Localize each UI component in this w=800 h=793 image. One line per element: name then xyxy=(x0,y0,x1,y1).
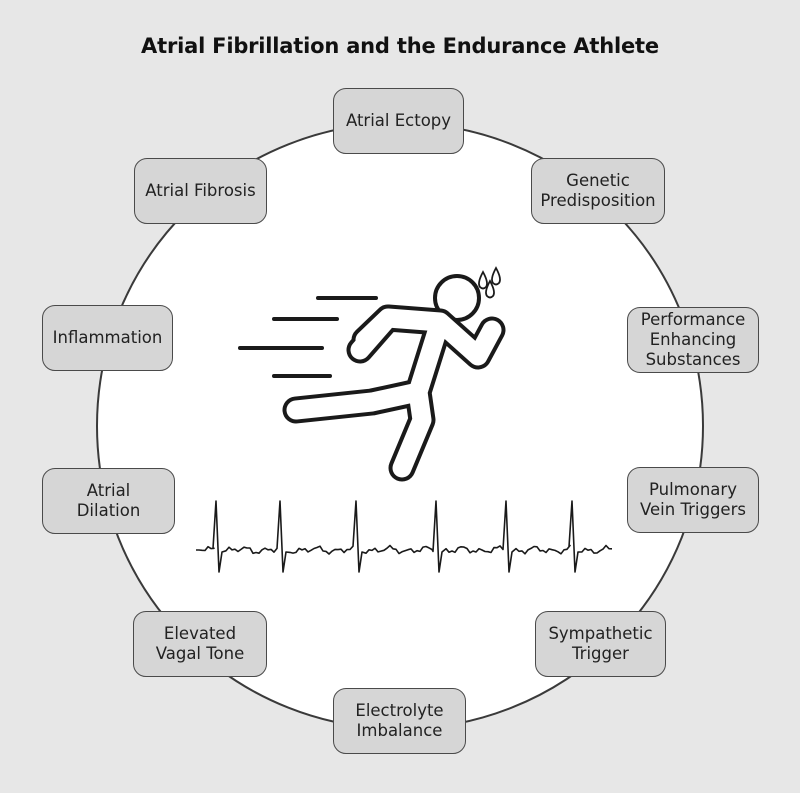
node-inflammation: Inflammation xyxy=(42,305,173,371)
node-genetic-predisposition: Genetic Predisposition xyxy=(531,158,665,224)
diagram-title: Atrial Fibrillation and the Endurance At… xyxy=(141,34,659,58)
node-electrolyte-imbalance: Electrolyte Imbalance xyxy=(333,688,466,754)
speed-lines-icon xyxy=(238,296,378,378)
running-person-icon xyxy=(282,274,506,482)
node-elevated-vagal-tone: Elevated Vagal Tone xyxy=(133,611,267,677)
ecg-waveform-icon xyxy=(196,500,613,573)
node-atrial-ectopy: Atrial Ectopy xyxy=(333,88,464,154)
node-atrial-fibrosis: Atrial Fibrosis xyxy=(134,158,267,224)
node-atrial-dilation: Atrial Dilation xyxy=(42,468,175,534)
node-performance-enhancing-substances: Performance Enhancing Substances xyxy=(627,307,759,373)
sweat-drops-icon xyxy=(478,266,501,299)
node-pulmonary-vein-triggers: Pulmonary Vein Triggers xyxy=(627,467,759,533)
node-sympathetic-trigger: Sympathetic Trigger xyxy=(535,611,666,677)
